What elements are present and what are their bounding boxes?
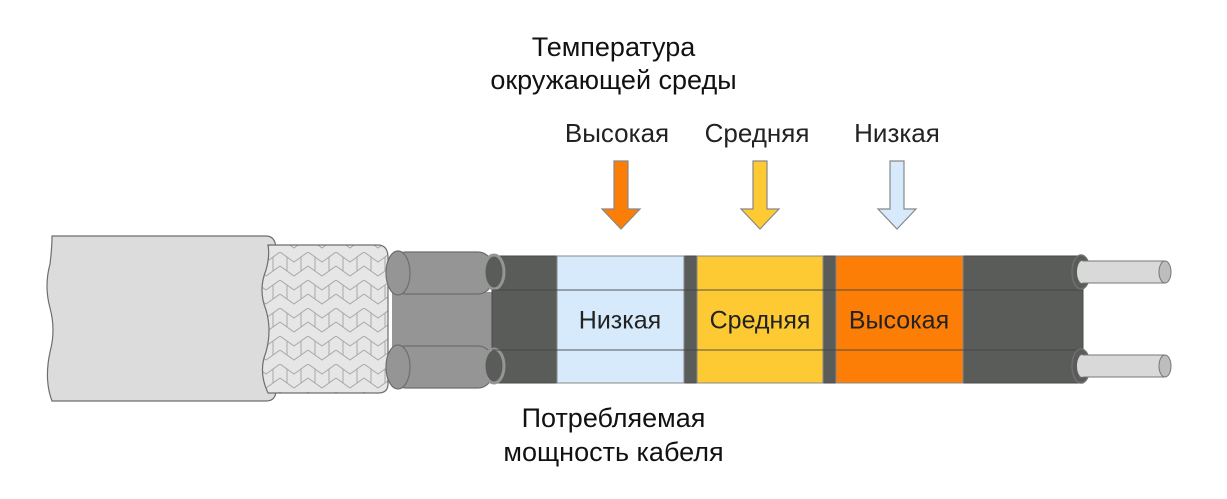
segment-low-power <box>556 255 685 384</box>
arrow-down-medium-icon <box>739 160 781 230</box>
caption-line1: Потребляемая <box>521 403 706 433</box>
arrow-down-high-icon <box>600 160 642 230</box>
segment-high-power <box>835 255 964 384</box>
arrow-down-low-icon <box>876 160 918 230</box>
segment-medium-power <box>696 255 824 384</box>
ambient-label-low: Низкая <box>854 118 940 148</box>
inner-insulation-body <box>392 292 492 350</box>
wire-top <box>1079 260 1166 284</box>
ambient-label-high: Высокая <box>564 118 670 148</box>
diagram-title-line1: Температура <box>531 32 696 62</box>
segment-label-low: Низкая <box>578 306 662 335</box>
segment-label-medium: Средняя <box>709 306 811 335</box>
outer-jacket <box>46 235 277 402</box>
caption-line2: мощность кабеля <box>503 437 724 467</box>
segment-label-high: Высокая <box>848 306 950 335</box>
braided-shield <box>261 244 389 394</box>
wire-bottom <box>1079 354 1166 378</box>
ambient-label-medium: Средняя <box>704 118 810 148</box>
diagram-title-line2: окружающей среды <box>490 65 737 95</box>
